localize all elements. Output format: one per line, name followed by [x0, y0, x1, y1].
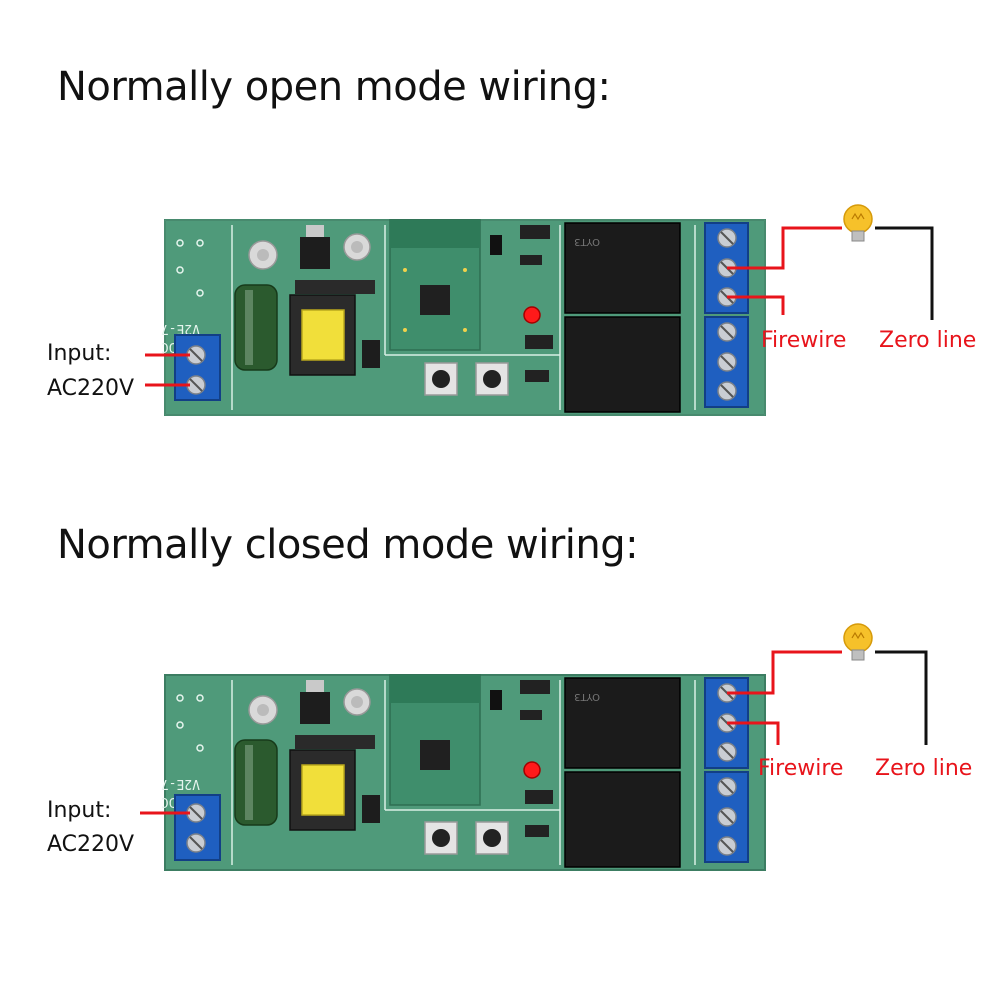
section-title-normally-open: Normally open mode wiring: [57, 64, 611, 110]
input-label-line2: AC220V [47, 376, 135, 401]
light-bulb-icon [843, 623, 873, 661]
pcb-marking-v2e: V2E-7 [161, 321, 200, 336]
relay-model-text: OYT3 [574, 236, 600, 247]
output-wire-firewire [727, 295, 785, 315]
relay: OYT3 [564, 677, 681, 868]
wifi-module [389, 674, 481, 806]
input-label-line1: Input: [47, 341, 112, 366]
firewire-label: Firewire [758, 756, 844, 781]
light-bulb-icon [843, 204, 873, 242]
transformer [289, 749, 356, 831]
input-terminal-block [174, 334, 221, 401]
push-button [424, 821, 509, 855]
zero-line-label: Zero line [879, 328, 977, 353]
input-label-line2: AC220V [47, 832, 135, 857]
relay-board-diagram-normally-open: V2E-7 AC/DC [145, 204, 934, 416]
relay: OYT3 [564, 222, 681, 413]
firewire-label: Firewire [761, 328, 847, 353]
output-wire-to-bulb [727, 226, 842, 270]
capacitor [234, 233, 371, 371]
relay-board-diagram-normally-closed: V2E-7 AC/DC OY [140, 650, 928, 871]
output-terminal-block [704, 677, 749, 863]
wifi-module [389, 219, 481, 351]
section-title-normally-closed: Normally closed mode wiring: [57, 522, 639, 568]
led-indicator [523, 761, 541, 779]
led-indicator [523, 306, 541, 324]
zero-line-wire [875, 650, 928, 745]
output-wire-to-bulb [727, 650, 842, 695]
pcb-marking-v2e: V2E-7 [161, 776, 200, 791]
zero-line-label: Zero line [875, 756, 973, 781]
input-label-line1: Input: [47, 798, 112, 823]
push-button [424, 362, 509, 396]
input-terminal-block [174, 794, 221, 861]
relay-model-text: OYT3 [574, 691, 600, 702]
transformer [289, 294, 356, 376]
output-wire-firewire [727, 721, 780, 745]
zero-line-wire [875, 226, 934, 320]
capacitor [234, 688, 371, 826]
